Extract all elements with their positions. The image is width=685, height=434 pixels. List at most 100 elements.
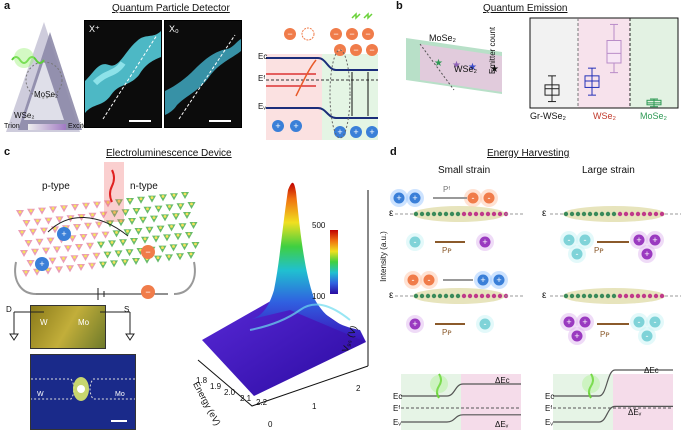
chalcogen-atom (189, 252, 193, 256)
lattice-cell (139, 216, 147, 224)
lattice-cell (46, 237, 55, 245)
chalcogen-atom (71, 235, 74, 239)
col-small-strain: Small strain (438, 165, 491, 176)
chalcogen-atom (62, 205, 66, 209)
lattice-cell (24, 240, 33, 247)
chalcogen-atom (35, 269, 39, 273)
chalcogen-atom (86, 223, 90, 227)
device-circuit (9, 311, 135, 341)
chalcogen-atom (93, 233, 96, 237)
n-type-label: n-type (130, 181, 158, 192)
svg-text:+: + (39, 259, 44, 269)
chalcogen-atom (110, 241, 114, 244)
lattice-cell (59, 256, 68, 264)
lattice-cell (150, 215, 158, 223)
lattice-cell (53, 246, 61, 254)
eps-3: ε (389, 290, 394, 301)
chalcogen-atom (40, 208, 44, 211)
lattice-cell (103, 251, 112, 259)
svg-text:-: - (638, 317, 641, 327)
chalcogen-atom (31, 229, 35, 233)
box-0 (544, 75, 560, 103)
lattice-cell (132, 208, 141, 215)
lattice-cell (35, 238, 44, 246)
chalcogen-atom (82, 234, 85, 238)
electron-charge: - (646, 313, 664, 331)
lattice-cell (49, 206, 57, 214)
lattice-cell (117, 219, 125, 227)
chalcogen-atom (165, 235, 169, 238)
svg-text:+: + (482, 237, 487, 247)
lattice-cell (125, 249, 134, 257)
svg-text:−: − (353, 45, 358, 55)
lattice-cell (48, 257, 57, 265)
surface-xtick: 2.1 (240, 394, 252, 403)
chalcogen-atom (95, 253, 98, 257)
pp-large-1: Pᴘ (594, 246, 604, 255)
map-x-zero: X₀ (164, 20, 242, 128)
lattice-cell (183, 212, 191, 219)
lattice-cell (154, 205, 163, 213)
svg-text:-: - (646, 331, 649, 341)
chalcogen-atom (44, 248, 48, 251)
hole-charge: + (390, 189, 408, 207)
chalcogen-atom (53, 227, 57, 230)
lattice-cell (90, 232, 99, 240)
lattice-cell (143, 206, 152, 214)
lattice-cell (75, 244, 83, 251)
chalcogen-atom (29, 260, 32, 264)
lattice-cell (180, 243, 189, 251)
map-label-xplus: X⁺ (89, 24, 100, 34)
svg-text:+: + (337, 127, 342, 137)
b-cat-0: Gr-WSe₂ (530, 111, 566, 121)
lattice-cell (123, 229, 132, 237)
colorbar-top: 500 (312, 221, 326, 230)
chalcogen-atom (99, 242, 103, 245)
band-ev-a: Eᵥ (258, 102, 266, 111)
lattice-cell (79, 234, 88, 241)
svg-text:−: − (287, 29, 292, 39)
svg-text:★: ★ (452, 60, 461, 71)
eps-1: ε (389, 208, 394, 219)
svg-text:+: + (582, 317, 587, 327)
lattice-cell (55, 266, 63, 274)
atomic-chain (563, 288, 665, 304)
svg-text:+: + (574, 331, 579, 341)
lattice-cell (33, 268, 41, 276)
d-dev-large: ΔEᵥ (628, 408, 642, 417)
svg-text:-: - (584, 235, 587, 245)
chalcogen-atom (91, 213, 94, 217)
box-2 (606, 23, 622, 74)
svg-text:★: ★ (490, 64, 499, 75)
d-dec-large: ΔEᴄ (644, 366, 659, 375)
lattice-cell (165, 254, 173, 262)
box-3 (646, 98, 662, 108)
hole-charge: + (406, 315, 424, 333)
chalcogen-atom (62, 257, 65, 260)
lattice-cell (187, 252, 195, 259)
lattice-cell (141, 236, 149, 244)
chalcogen-atom (47, 218, 50, 221)
col-large-strain: Large strain (582, 165, 635, 176)
chalcogen-atom (57, 267, 61, 270)
svg-text:−: − (333, 29, 338, 39)
chalcogen-atom (156, 256, 160, 259)
lattice-cell (40, 227, 48, 235)
surface-xtick: 1.8 (196, 376, 208, 385)
chalcogen-atom (80, 214, 83, 218)
chalcogen-atom (126, 229, 129, 233)
lattice-cell (137, 196, 145, 204)
energy-harvesting-diagram: ++---+---+++--+++-+++--- (390, 189, 681, 430)
lattice-cell (110, 210, 119, 218)
lattice-cell (148, 195, 156, 203)
lattice-cell (95, 221, 103, 229)
chalcogen-atom (22, 250, 26, 254)
panel-title-b: Quantum Emission (483, 3, 568, 14)
chalcogen-atom (143, 237, 147, 241)
electron-charge: - (638, 327, 656, 345)
lattice-cell (20, 250, 28, 257)
box-1 (584, 67, 600, 96)
lattice-cell (88, 212, 97, 220)
chalcogen-atom (132, 238, 136, 242)
lattice-cell (159, 194, 167, 202)
